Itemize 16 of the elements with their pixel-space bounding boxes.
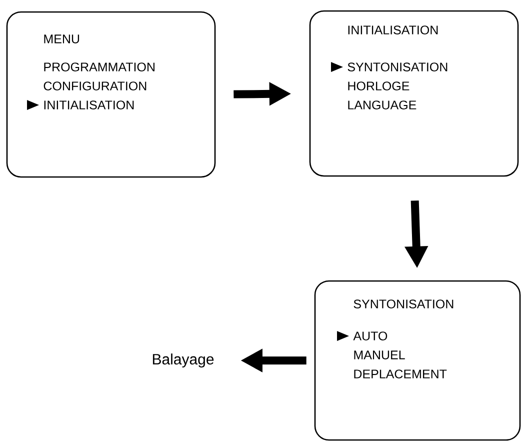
menu-item: DEPLACEMENT — [354, 370, 447, 378]
menu-title: MENU — [44, 34, 80, 44]
menu-item: SYNTONISATION — [348, 62, 448, 72]
label-text: Balayage — [152, 354, 214, 368]
menu-item: PROGRAMMATION — [44, 62, 154, 72]
menu-screen — [314, 280, 521, 441]
menu-item: INITIALISATION — [44, 100, 134, 110]
menu-screen — [6, 11, 216, 178]
menu-item: MANUEL — [354, 350, 405, 360]
menu-screen — [309, 10, 519, 177]
menu-item: LANGUAGE — [348, 100, 416, 110]
menu-item: HORLOGE — [348, 82, 410, 90]
menu-item: CONFIGURATION — [44, 82, 146, 90]
menu-item: AUTO — [353, 332, 388, 340]
menu-title: SYNTONISATION — [354, 300, 454, 308]
menu-title: INITIALISATION — [348, 26, 438, 34]
